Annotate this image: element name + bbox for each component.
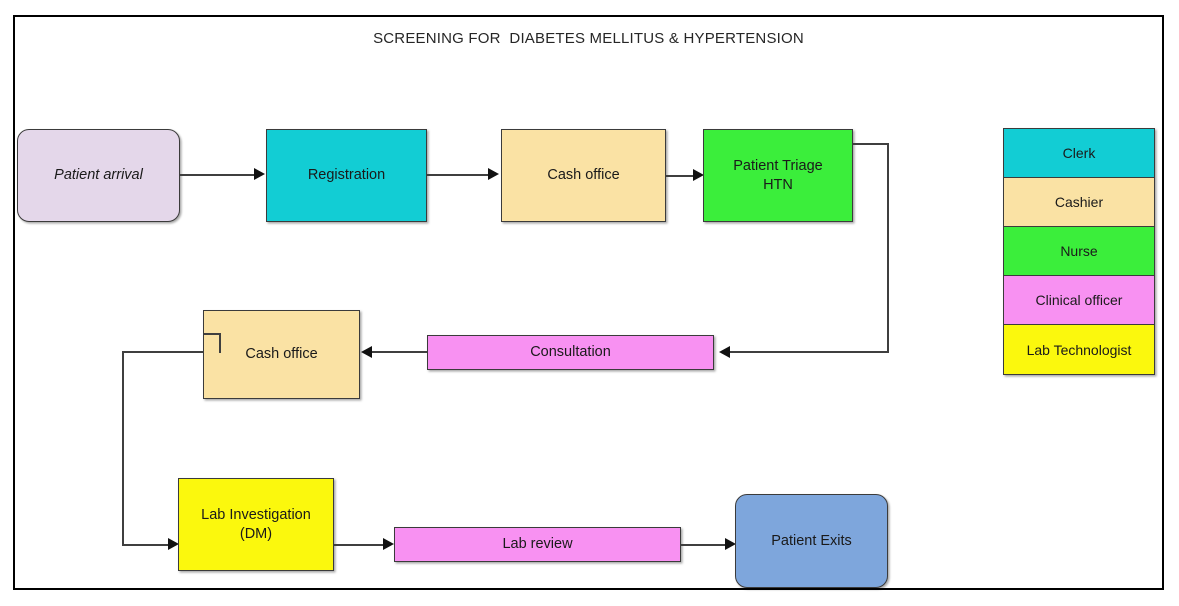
node-consultation[interactable]: Consultation (427, 335, 714, 370)
node-cash-office-1-label: Cash office (547, 167, 620, 184)
node-cash-office-2[interactable]: Cash office (203, 310, 360, 399)
connector-triage-down (887, 143, 889, 352)
node-patient-exits[interactable]: Patient Exits (735, 494, 888, 588)
arrowhead-consultation-in (719, 346, 730, 358)
arrowhead-lab-investigation-in (168, 538, 179, 550)
connector-arrival-to-registration (180, 174, 254, 176)
node-registration[interactable]: Registration (266, 129, 427, 222)
arrowhead-lab-review-in (383, 538, 394, 550)
legend: Clerk Cashier Nurse Clinical officer Lab… (1003, 128, 1155, 375)
connector-cashoffice2-left-stub (122, 351, 204, 353)
connector-consultation-to-cashoffice2 (372, 351, 427, 353)
node-cash-office-2-label: Cash office (245, 346, 318, 363)
connector-labreview-to-patientexits (681, 544, 725, 546)
connector-hook-vertical (219, 333, 221, 353)
arrowhead-cashoffice2-in (361, 346, 372, 358)
legend-label-lab-technologist: Lab Technologist (1026, 341, 1132, 358)
arrowhead-cashoffice1-in (488, 168, 499, 180)
legend-label-clerk: Clerk (1062, 145, 1096, 161)
node-cash-office-1[interactable]: Cash office (501, 129, 666, 222)
legend-row-lab-technologist[interactable]: Lab Technologist (1004, 325, 1154, 374)
arrowhead-registration-in (254, 168, 265, 180)
connector-cashoffice2-down (122, 351, 124, 545)
legend-label-nurse: Nurse (1060, 243, 1098, 259)
diagram-title: SCREENING FOR DIABETES MELLITUS & HYPERT… (373, 30, 804, 47)
legend-row-clinical-officer[interactable]: Clinical officer (1004, 276, 1154, 325)
arrowhead-patient-exits-in (725, 538, 736, 550)
node-lab-investigation[interactable]: Lab Investigation (DM) (178, 478, 334, 571)
legend-label-clinical-officer: Clinical officer (1035, 292, 1123, 308)
legend-row-cashier[interactable]: Cashier (1004, 178, 1154, 227)
connector-registration-to-cashoffice1 (427, 174, 488, 176)
node-lab-investigation-label: Lab Investigation (DM) (201, 507, 311, 542)
connector-triage-to-consultation (730, 351, 889, 353)
connector-triage-right-stub (853, 143, 889, 145)
node-registration-label: Registration (307, 167, 386, 184)
node-patient-triage-htn[interactable]: Patient Triage HTN (703, 129, 853, 222)
legend-row-clerk[interactable]: Clerk (1004, 129, 1154, 178)
node-patient-arrival-label: Patient arrival (54, 167, 143, 184)
connector-labinvestigation-to-labreview (334, 544, 383, 546)
legend-label-cashier: Cashier (1054, 194, 1104, 210)
connector-cashoffice1-to-triage (666, 175, 693, 177)
node-consultation-label: Consultation (530, 344, 611, 361)
connector-hook-horizontal (204, 333, 221, 335)
node-patient-exits-label: Patient Exits (771, 532, 852, 549)
legend-row-nurse[interactable]: Nurse (1004, 227, 1154, 276)
node-patient-arrival[interactable]: Patient arrival (17, 129, 180, 222)
node-patient-triage-htn-label: Patient Triage HTN (733, 158, 823, 193)
node-lab-review[interactable]: Lab review (394, 527, 681, 562)
connector-to-lab-investigation (122, 544, 168, 546)
node-lab-review-label: Lab review (502, 536, 573, 553)
arrowhead-triage-in (693, 169, 704, 181)
